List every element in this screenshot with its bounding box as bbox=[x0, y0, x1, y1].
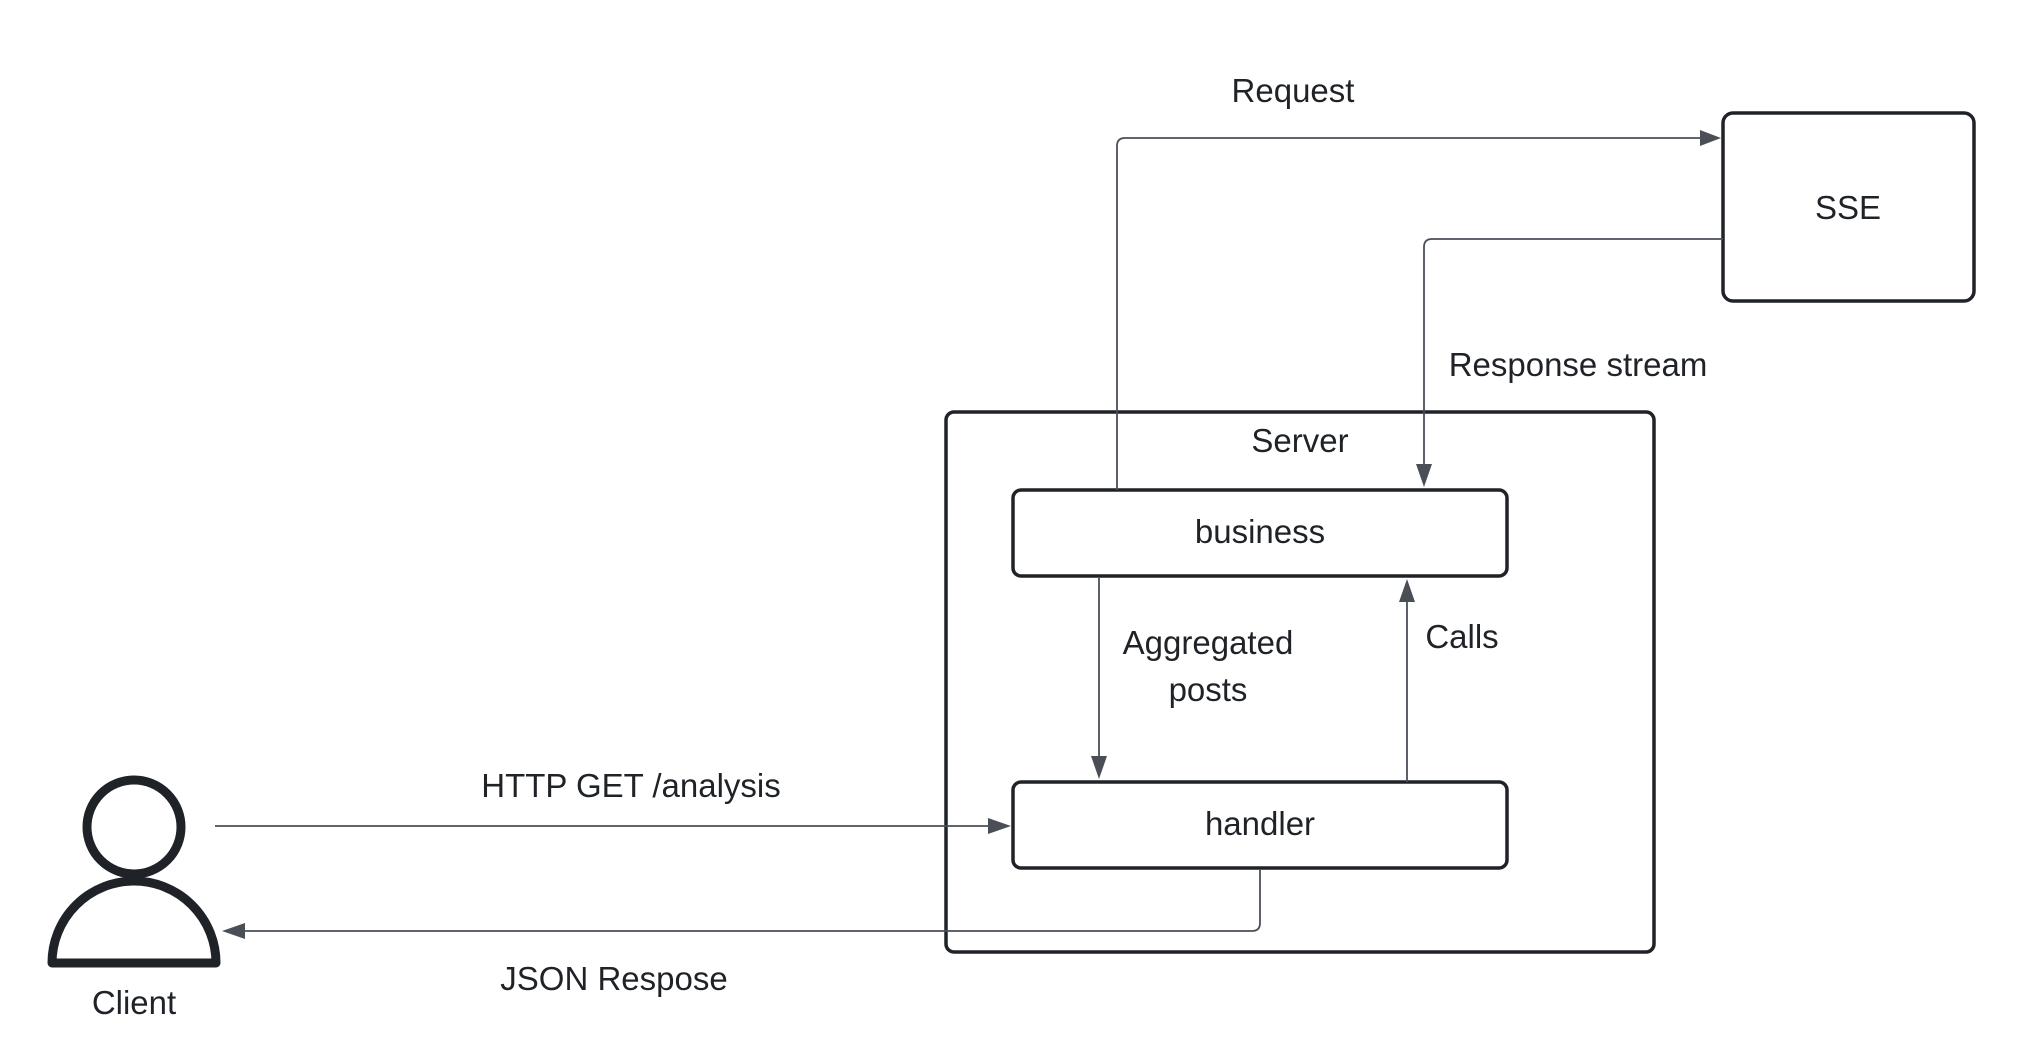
edge-json-response: JSON Respose bbox=[222, 870, 1261, 997]
edge-calls: Calls bbox=[1399, 579, 1499, 782]
edge-response-stream: Response stream bbox=[1416, 238, 1723, 487]
handler-node: handler bbox=[1011, 780, 1509, 870]
response-stream-label: Response stream bbox=[1449, 346, 1708, 383]
aggregated-posts-label-line1: Aggregated bbox=[1123, 624, 1294, 661]
business-label: business bbox=[1195, 513, 1325, 550]
client-node: Client bbox=[47, 775, 221, 1021]
http-get-arrowhead bbox=[988, 818, 1011, 834]
edge-http-get: HTTP GET /analysis bbox=[215, 767, 1011, 834]
handler-label: handler bbox=[1205, 805, 1315, 842]
sse-label: SSE bbox=[1815, 189, 1881, 226]
person-icon bbox=[47, 775, 221, 968]
calls-arrowhead bbox=[1399, 579, 1415, 602]
json-response-arrowhead bbox=[222, 923, 245, 939]
request-arrowhead bbox=[1700, 130, 1721, 146]
edge-aggregated-posts: Aggregated posts bbox=[1091, 578, 1293, 779]
request-label: Request bbox=[1232, 72, 1355, 109]
aggregated-posts-label-line2: posts bbox=[1169, 671, 1248, 708]
response-stream-arrowhead bbox=[1416, 464, 1432, 487]
client-label: Client bbox=[92, 984, 176, 1021]
calls-label: Calls bbox=[1425, 618, 1498, 655]
server-label: Server bbox=[1251, 422, 1348, 459]
sse-node: SSE bbox=[1721, 111, 1976, 303]
json-response-label: JSON Respose bbox=[500, 960, 727, 997]
aggregated-posts-arrowhead bbox=[1091, 756, 1107, 779]
http-get-label: HTTP GET /analysis bbox=[481, 767, 781, 804]
edge-request: Request bbox=[1116, 72, 1721, 490]
business-node: business bbox=[1011, 488, 1509, 578]
